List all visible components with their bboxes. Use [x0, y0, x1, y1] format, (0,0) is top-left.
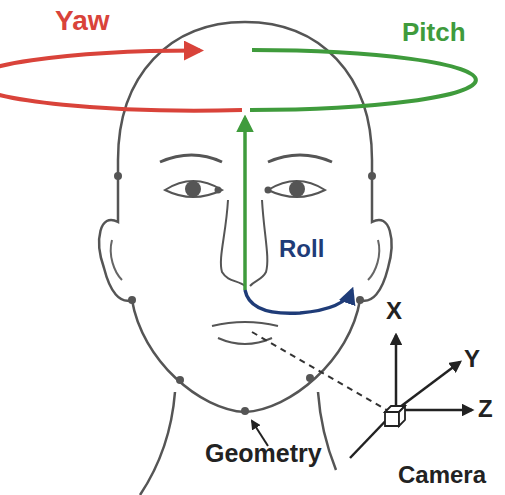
eyebrow: [160, 155, 222, 162]
yaw-arc: [0, 51, 242, 111]
yaw-label: Yaw: [55, 6, 109, 37]
roll-label: Roll: [279, 236, 324, 262]
axis-label: X: [386, 298, 402, 324]
axis-label: Y: [464, 346, 480, 372]
neck-line: [140, 392, 175, 495]
eye: [268, 181, 325, 197]
sight-line: [252, 332, 390, 412]
roll-arc: [245, 290, 352, 313]
pupil: [185, 181, 201, 197]
head-outline: [99, 22, 391, 412]
x-axis: [395, 335, 398, 410]
nose: [221, 200, 245, 286]
ear-line: [111, 240, 122, 280]
nose: [250, 200, 267, 286]
ear-line: [368, 240, 379, 280]
eye: [165, 181, 222, 197]
z-axis: [396, 409, 472, 412]
pitch-arc: [250, 50, 476, 110]
eyebrow: [268, 155, 332, 162]
camera-label: Camera: [398, 462, 486, 488]
pitch-axis: [243, 118, 247, 290]
y-axis: [396, 362, 460, 410]
mouth: [212, 322, 278, 326]
geometry-label: Geometry: [205, 440, 322, 468]
axis-label: Z: [478, 396, 493, 422]
camera-icon: [385, 406, 405, 426]
pupil: [289, 181, 305, 197]
pitch-label: Pitch: [402, 18, 466, 47]
